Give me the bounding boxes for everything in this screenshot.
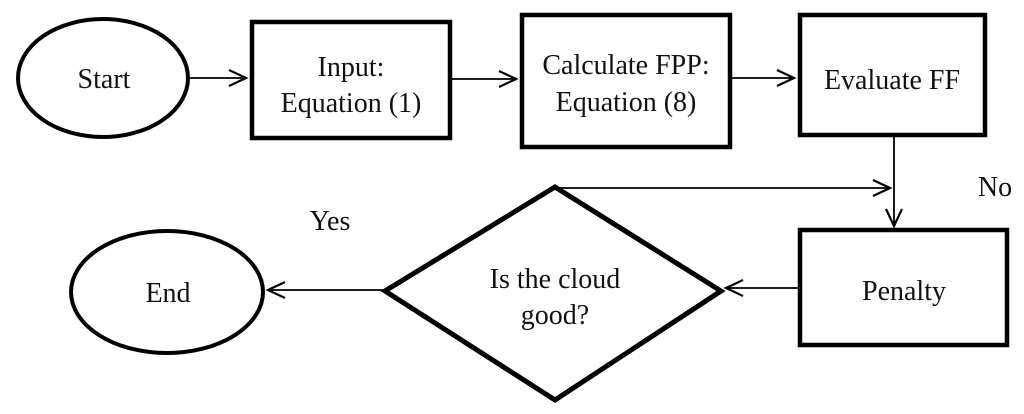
node-start: Start (16, 17, 190, 139)
edge-label-no: No (978, 172, 1012, 203)
start-label: Start (78, 64, 131, 95)
input-label-line2: Equation (1) (281, 88, 422, 119)
input-label-line1: Input: (318, 52, 385, 83)
decision-diamond-shape (380, 184, 726, 403)
node-evaluate-ff: Evaluate FF (797, 12, 988, 138)
evaluate-ff-label: Evaluate FF (824, 65, 960, 96)
penalty-process-shape (797, 227, 1010, 348)
start-terminator-shape (16, 17, 190, 139)
end-terminator-shape (69, 229, 265, 355)
node-input: Input: Equation (1) (249, 19, 453, 141)
decision-label-line2: good? (521, 300, 589, 331)
node-penalty: Penalty (797, 227, 1010, 348)
input-process-shape (249, 19, 453, 141)
calculate-fpp-label-line2: Equation (8) (556, 87, 697, 118)
decision-label-line1: Is the cloud (490, 264, 621, 295)
node-calculate-fpp: Calculate FPP: Equation (8) (519, 12, 733, 150)
end-label: End (145, 278, 190, 309)
calculate-fpp-label-line1: Calculate FPP: (542, 50, 709, 81)
calculate-fpp-process-shape (519, 12, 733, 150)
penalty-label: Penalty (862, 276, 946, 307)
node-end: End (69, 229, 265, 355)
evaluate-ff-process-shape (797, 12, 988, 138)
node-decision: Is the cloud good? (380, 184, 726, 403)
edge-label-yes: Yes (310, 206, 351, 237)
